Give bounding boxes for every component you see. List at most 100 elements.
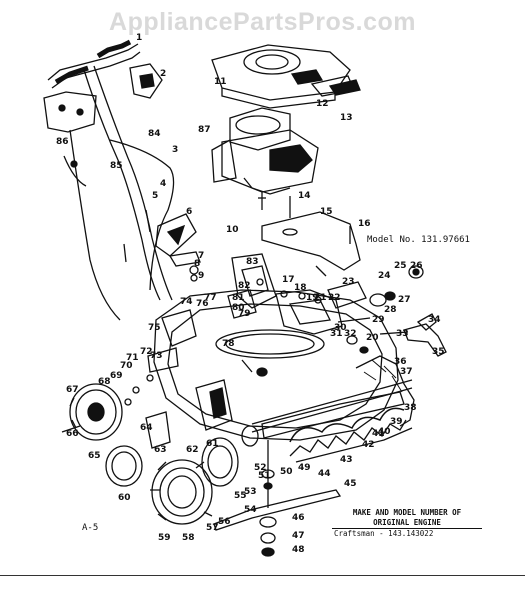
callout-65: 65 (88, 451, 101, 461)
callout-43: 43 (340, 455, 353, 465)
top-plate (261, 196, 361, 271)
callout-80: 80 (232, 303, 245, 313)
callout-31: 31 (330, 329, 343, 339)
callout-20: 20 (366, 333, 379, 343)
callout-28: 28 (384, 305, 397, 315)
callout-46: 46 (292, 513, 305, 523)
engine-note-line2: ORIGINAL ENGINE (332, 518, 482, 529)
callout-12: 12 (316, 99, 329, 109)
callout-27: 27 (398, 295, 411, 305)
wheels (61, 383, 259, 525)
callout-63: 63 (154, 445, 167, 455)
callout-71: 71 (126, 353, 139, 363)
callout-75: 75 (148, 323, 161, 333)
callout-21: 21 (314, 293, 327, 303)
callout-19: 19 (306, 293, 319, 303)
callout-78: 78 (222, 339, 235, 349)
callout-40: 40 (378, 427, 391, 437)
callout-79: 79 (238, 309, 251, 319)
callout-44: 44 (318, 469, 331, 479)
callout-54: 54 (244, 505, 257, 515)
engine-note-line3: Craftsman - 143.143022 (334, 529, 434, 538)
callout-60: 60 (118, 493, 131, 503)
callout-9: 9 (198, 271, 204, 281)
callout-35: 35 (432, 347, 445, 357)
callout-58: 58 (182, 533, 195, 543)
callout-55: 55 (234, 491, 247, 501)
callout-73: 73 (150, 351, 163, 361)
engine-note-line1: MAKE AND MODEL NUMBER OF (352, 508, 462, 517)
rotor-assembly (251, 355, 415, 463)
callout-30: 30 (334, 323, 347, 333)
divider (0, 575, 525, 576)
callout-41: 41 (372, 429, 385, 439)
callout-53: 53 (244, 487, 257, 497)
callout-64: 64 (140, 423, 153, 433)
callout-74: 74 (180, 297, 193, 307)
callout-34: 34 (428, 315, 441, 325)
engine-note: MAKE AND MODEL NUMBER OF ORIGINAL ENGINE… (332, 508, 482, 539)
watermark: AppliancePartsPros.com (109, 8, 416, 36)
callout-8: 8 (194, 259, 200, 269)
handle-assembly (43, 39, 175, 321)
callout-81: 81 (232, 293, 245, 303)
callout-11: 11 (214, 77, 227, 87)
upper-brackets (123, 63, 201, 282)
callout-25: 25 (394, 261, 407, 271)
callout-5: 5 (152, 191, 158, 201)
callout-36: 36 (394, 357, 407, 367)
callout-29: 29 (372, 315, 385, 325)
engine (211, 107, 319, 210)
callout-87: 87 (198, 125, 211, 135)
callout-33: 33 (396, 329, 409, 339)
callout-23: 23 (342, 277, 355, 287)
callout-85: 85 (110, 161, 123, 171)
callout-13: 13 (340, 113, 353, 123)
callout-61: 61 (206, 439, 219, 449)
callout-24: 24 (378, 271, 391, 281)
callout-7: 7 (198, 251, 204, 261)
callout-77: 77 (204, 293, 217, 303)
callout-10: 10 (226, 225, 239, 235)
callout-83: 83 (246, 257, 259, 267)
callout-17: 17 (282, 275, 295, 285)
callout-69: 69 (110, 371, 123, 381)
callout-50: 50 (280, 467, 293, 477)
callout-67: 67 (66, 385, 79, 395)
callout-76: 76 (196, 299, 209, 309)
callout-66: 66 (66, 429, 79, 439)
callout-47: 47 (292, 531, 305, 541)
callout-37: 37 (400, 367, 413, 377)
callout-14: 14 (298, 191, 311, 201)
callout-70: 70 (120, 361, 133, 371)
callout-22: 22 (328, 293, 341, 303)
callout-56: 56 (218, 517, 231, 527)
right-hardware (327, 265, 447, 357)
callout-45: 45 (344, 479, 357, 489)
callout-68: 68 (98, 377, 111, 387)
model-number: Model No. 131.97661 (367, 235, 470, 245)
callout-72: 72 (140, 347, 153, 357)
callout-84: 84 (148, 129, 161, 139)
callout-1: 1 (136, 33, 142, 43)
callout-51: 51 (258, 471, 271, 481)
side-hardware (124, 289, 257, 449)
engine-shroud (211, 44, 361, 109)
callout-6: 6 (186, 207, 192, 217)
callout-15: 15 (320, 207, 333, 217)
fasteners (241, 265, 327, 373)
callout-86: 86 (56, 137, 69, 147)
callout-32: 32 (344, 329, 357, 339)
mower-deck (153, 253, 399, 441)
callout-57: 57 (206, 523, 219, 533)
callout-38: 38 (404, 403, 417, 413)
callout-26: 26 (410, 261, 423, 271)
callout-3: 3 (172, 145, 178, 155)
callout-49: 49 (298, 463, 311, 473)
blade-hardware (213, 440, 342, 557)
page-code: A-5 (82, 523, 99, 533)
callout-4: 4 (160, 179, 166, 189)
